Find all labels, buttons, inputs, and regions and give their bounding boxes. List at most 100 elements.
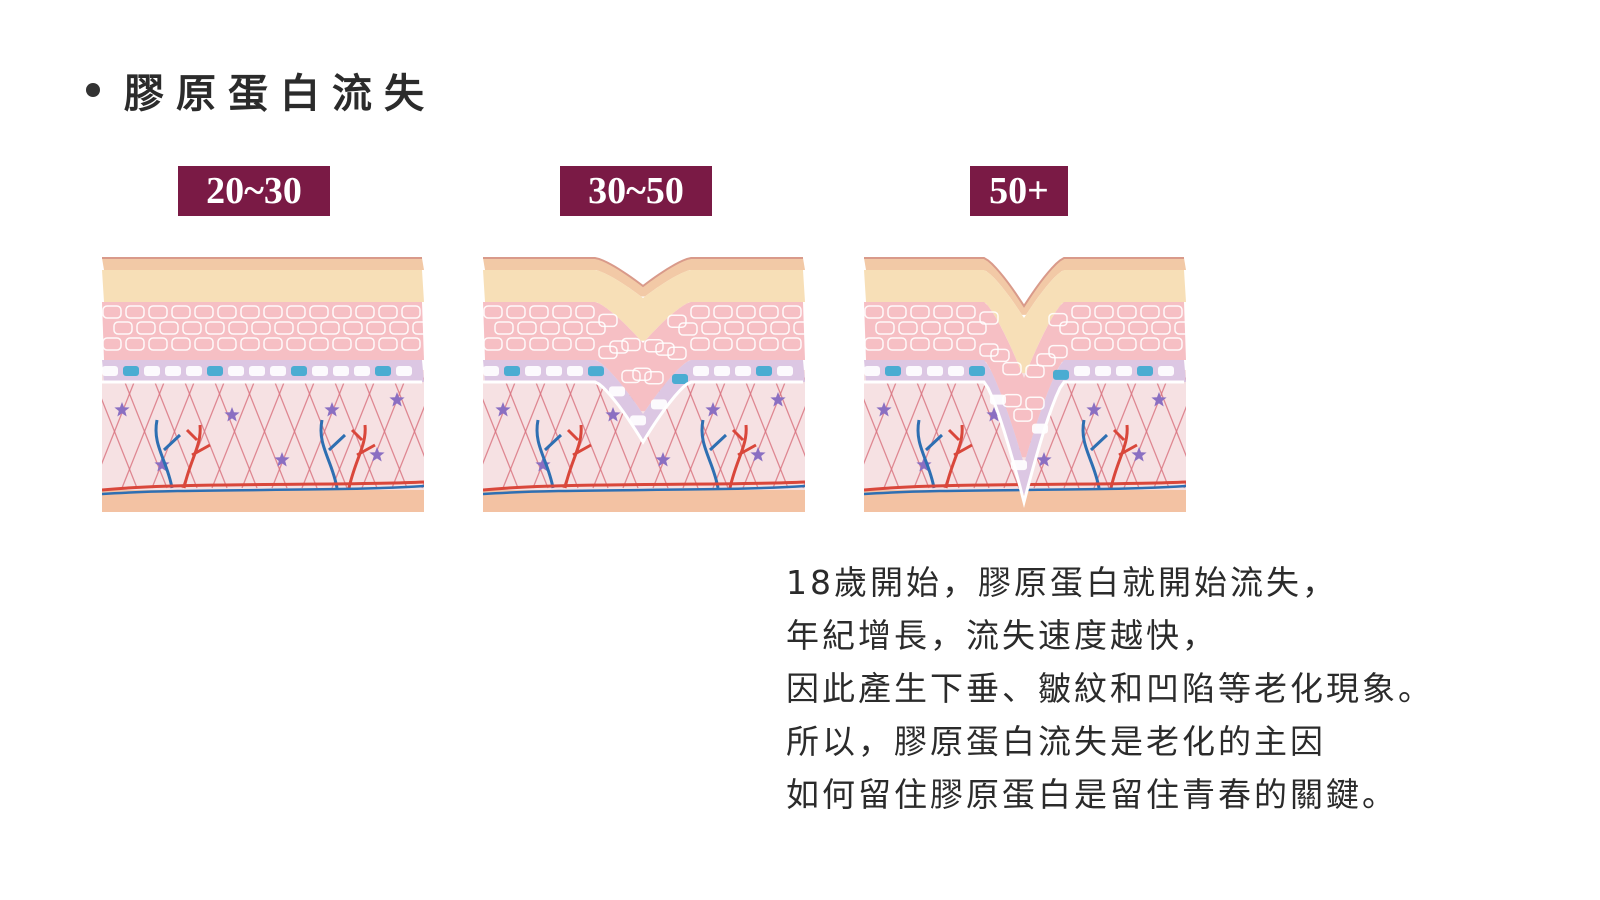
skin-cell xyxy=(864,305,884,319)
skin-cross-section-middle xyxy=(483,257,805,512)
skin-cell xyxy=(667,346,687,361)
basement-membrane xyxy=(864,380,1184,508)
skin-cell xyxy=(412,321,424,335)
fibroblast-star-icon xyxy=(1151,392,1167,407)
vein-branch xyxy=(154,419,182,489)
skin-surface-line xyxy=(864,257,1184,308)
fat-layer xyxy=(102,490,424,512)
skin-cell xyxy=(309,337,329,351)
skin-cell xyxy=(956,337,976,351)
basal-cell xyxy=(651,399,667,410)
skin-cell xyxy=(355,337,375,351)
skin-cell xyxy=(759,305,779,319)
skin-cell xyxy=(389,321,409,335)
fibroblast-star-icon xyxy=(655,452,671,467)
vein-branch xyxy=(1081,419,1109,489)
skin-cell xyxy=(586,321,606,335)
fibroblast-star-icon xyxy=(986,407,1002,422)
skin-cell xyxy=(782,337,802,351)
stage-label-20-30: 20~30 xyxy=(178,166,330,216)
skin-cell xyxy=(644,370,664,385)
artery-line xyxy=(102,480,424,492)
corneum-layer xyxy=(483,270,805,341)
basal-cell xyxy=(1074,366,1090,376)
basal-cell xyxy=(1095,366,1111,376)
skin-cell xyxy=(1140,337,1160,351)
fibroblast-star-icon xyxy=(1131,447,1147,462)
fibroblast-star-icon xyxy=(605,407,621,422)
fibroblast-star-icon xyxy=(274,452,290,467)
basal-cell xyxy=(630,415,646,426)
skin-cell xyxy=(1151,321,1171,335)
skin-cell xyxy=(1048,344,1068,359)
basal-cell xyxy=(1158,366,1174,376)
vein-line xyxy=(102,484,424,496)
basal-cell xyxy=(777,366,793,376)
skin-surface-line xyxy=(483,257,803,288)
skin-cell xyxy=(1082,321,1102,335)
skin-cell xyxy=(263,305,283,319)
fibroblast-star-icon xyxy=(389,392,405,407)
basal-cell xyxy=(567,366,583,376)
skin-cell xyxy=(309,305,329,319)
skin-cell xyxy=(887,337,907,351)
skin-cell xyxy=(102,305,122,319)
artery-branch xyxy=(1109,424,1138,489)
skin-cell xyxy=(517,321,537,335)
skin-cell xyxy=(1117,337,1137,351)
skin-cell xyxy=(378,305,398,319)
skin-cell xyxy=(401,305,421,319)
skin-cell xyxy=(933,337,953,351)
skin-cell xyxy=(713,305,733,319)
skin-cell xyxy=(747,321,767,335)
skin-cell xyxy=(898,321,918,335)
basal-cell xyxy=(588,366,604,377)
skin-cell xyxy=(632,367,652,381)
fibroblast-star-icon xyxy=(876,402,892,417)
skin-cell xyxy=(297,321,317,335)
skin-cell xyxy=(552,337,572,351)
basal-cell xyxy=(102,366,118,376)
skin-cell xyxy=(887,305,907,319)
skin-cell xyxy=(228,321,248,335)
skin-cell xyxy=(979,311,999,325)
skin-cell xyxy=(217,337,237,351)
vein-branch xyxy=(916,419,944,489)
skin-cell xyxy=(274,321,294,335)
basal-cell xyxy=(1053,369,1069,380)
basal-cell xyxy=(864,366,880,376)
skin-cell xyxy=(598,313,618,328)
skin-cell xyxy=(944,321,964,335)
skin-cell xyxy=(159,321,179,335)
fibroblast-star-icon xyxy=(369,447,385,462)
skin-cell xyxy=(782,305,802,319)
vein-branch xyxy=(319,419,347,489)
skin-cell xyxy=(667,314,687,329)
collagen-fiber xyxy=(391,405,424,489)
artery-branch xyxy=(563,424,592,489)
fibroblast-star-icon xyxy=(224,407,240,422)
skin-cell xyxy=(113,321,133,335)
skin-cell xyxy=(494,321,514,335)
skin-cell xyxy=(355,305,375,319)
basal-cell xyxy=(186,366,202,376)
skin-cell xyxy=(563,321,583,335)
basal-cell xyxy=(906,366,922,376)
basal-cell xyxy=(375,366,391,376)
fibroblast-star-icon xyxy=(705,402,721,417)
basal-cell xyxy=(144,366,160,376)
skin-cell xyxy=(1059,321,1079,335)
basal-layer xyxy=(483,360,805,439)
skin-illustration-20-30 xyxy=(102,250,424,512)
skin-cell xyxy=(483,337,503,351)
vein-branch xyxy=(535,419,563,489)
basal-cell xyxy=(1116,366,1132,376)
artery-branch xyxy=(944,424,973,489)
skin-cell xyxy=(1036,353,1056,367)
skin-cell xyxy=(251,321,271,335)
corneum-layer xyxy=(864,270,1186,374)
skin-cell xyxy=(575,337,595,351)
artery-branch xyxy=(182,424,211,489)
basal-cell xyxy=(1137,366,1153,376)
basal-cell xyxy=(354,366,370,376)
